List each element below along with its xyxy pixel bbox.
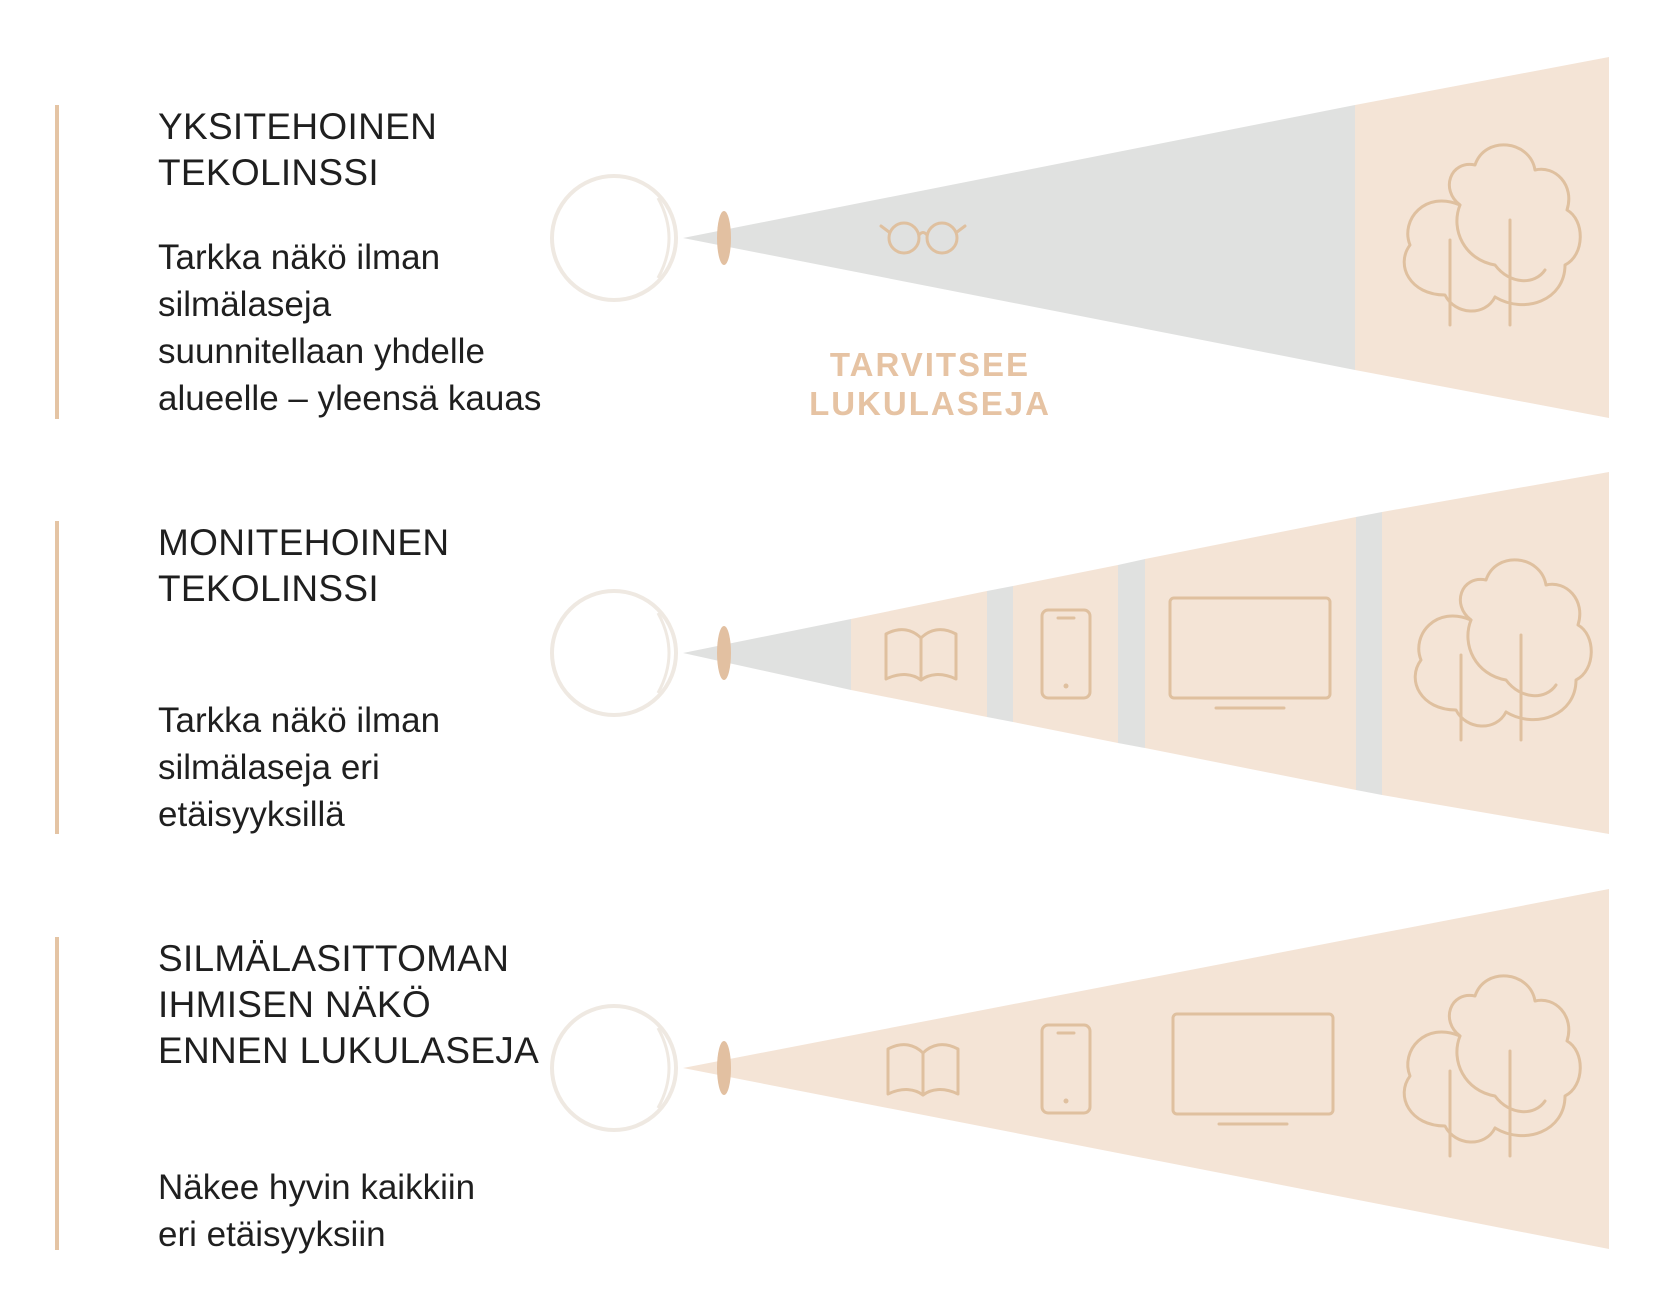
row-3-focus-zone: [683, 889, 1609, 1249]
row-1-blur-zone: [683, 105, 1355, 370]
row-2-blur-zone-gap-1: [987, 586, 1013, 722]
row-2-blur-zone-gap-3: [1356, 512, 1382, 795]
row-3-accent-bar: [55, 937, 59, 1250]
row-1-title: YKSITEHOINEN TEKOLINSSI: [158, 106, 438, 193]
row-1-accent-bar: [55, 105, 59, 419]
row-1-note: TARVITSEE LUKULASEJA: [809, 346, 1051, 422]
row-2-accent-bar: [55, 521, 59, 834]
row-2-description: Tarkka näkö ilman silmälaseja eri etäisy…: [158, 701, 441, 834]
row-1-vision-cone: [683, 57, 1609, 418]
row-1-description: Tarkka näkö ilman silmälaseja suunnitell…: [158, 238, 542, 418]
row-3-description: Näkee hyvin kaikkiin eri etäisyyksiin: [158, 1168, 476, 1254]
row-2-vision-cone: [683, 472, 1609, 834]
row-3-title: SILMÄLASITTOMAN IHMISEN NÄKÖ ENNEN LUKUL…: [158, 938, 540, 1071]
row-3-vision-cone: [683, 889, 1609, 1249]
row-1-focus-zone: [1355, 57, 1609, 418]
row-2-focus-zone-far: [1382, 472, 1609, 834]
row-2-title: MONITEHOINEN TEKOLINSSI: [158, 522, 450, 609]
row-2-focus-zone-book: [851, 591, 987, 717]
row-2-blur-zone-near: [683, 619, 851, 690]
row-2-focus-zone-phone: [1013, 565, 1118, 743]
row-2-focus-zone-tv: [1145, 517, 1356, 790]
row-2-blur-zone-gap-2: [1118, 559, 1145, 748]
